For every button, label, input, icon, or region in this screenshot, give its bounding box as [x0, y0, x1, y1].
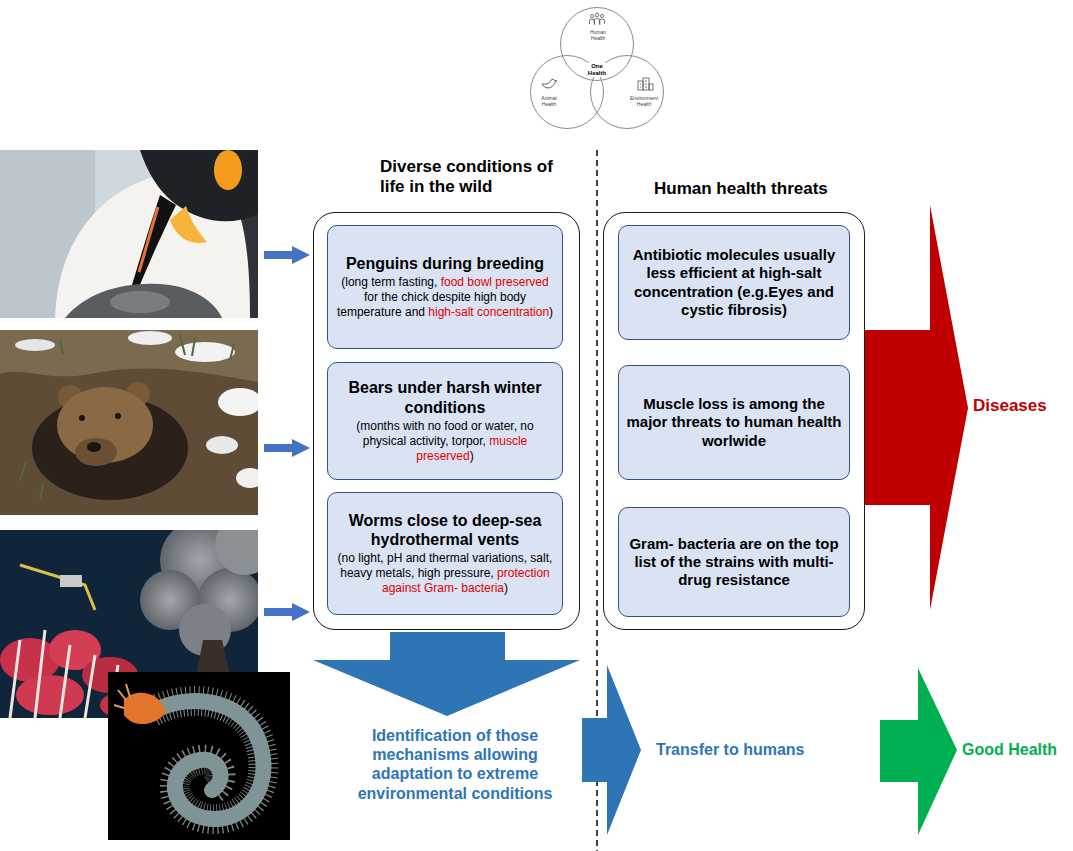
bear-photo: [20, 335, 234, 500]
venn-circle: Animal Health: [530, 55, 604, 129]
group-panel: Antibiotic molecules usually less effici…: [603, 212, 865, 630]
human-icon: [590, 14, 593, 17]
human-icon: [594, 18, 600, 25]
bear-photo: [115, 413, 121, 419]
disease-arrow: [865, 205, 968, 610]
highlight-text: high-salt concentration: [428, 305, 549, 319]
box-text: Gram- bacteria are on the top list of th…: [626, 535, 842, 590]
down-arrow: [313, 632, 580, 716]
threat-box: Muscle loss is among the major threats t…: [618, 365, 850, 480]
bear-photo: [0, 330, 258, 515]
photo-arrow: [264, 439, 310, 457]
venn-circle: Environment Health: [590, 55, 664, 129]
box-text: Antibiotic molecules usually less effici…: [626, 246, 842, 319]
building-icon: [638, 78, 653, 90]
panel-heading: Human health threats: [654, 179, 874, 199]
body-text: (long term fasting,: [341, 275, 437, 289]
health-arrow: [880, 668, 957, 835]
outcome-label: Good Health: [962, 740, 1068, 759]
worm-photo: [108, 672, 290, 840]
bear-photo: [87, 442, 101, 452]
circle-label: Animal Health: [535, 96, 563, 108]
venn-circle: Human Health: [560, 7, 634, 81]
body-text: ): [504, 581, 508, 595]
box-text: Muscle loss is among the major threats t…: [626, 395, 842, 450]
bird-icon: [542, 79, 557, 88]
penguin-photo: [132, 195, 176, 287]
step-label: Identification of those mechanisms allow…: [335, 726, 575, 803]
panel-heading: Diverse conditions of life in the wild: [380, 157, 558, 198]
box-heading: Worms close to deep-sea hydrothermal ven…: [335, 511, 555, 549]
bear-photo: [0, 330, 258, 515]
penguin-photo: [170, 206, 207, 243]
bear-photo: [128, 331, 172, 345]
building-icon: [640, 81, 647, 87]
outcome-label: Diseases: [973, 396, 1068, 416]
tube-worms: [16, 675, 84, 715]
body-text: ): [549, 305, 553, 319]
vent-photo: [20, 565, 95, 610]
human-icon: [590, 19, 595, 24]
human-icon: [600, 14, 603, 17]
condition-box: Bears under harsh winter conditions(mont…: [327, 362, 563, 480]
box-heading: Bears under harsh winter conditions: [335, 378, 555, 416]
threat-box: Gram- bacteria are on the top list of th…: [618, 507, 850, 617]
threat-box: Antibiotic molecules usually less effici…: [618, 225, 850, 340]
box-body: (no light, pH and thermal variations, sa…: [335, 551, 555, 596]
penguin-photo: [0, 150, 258, 318]
bear-photo: [0, 330, 258, 382]
worm-photo: [152, 701, 263, 819]
photo-arrow: [264, 246, 310, 264]
human-icon: [600, 19, 605, 24]
circle-label: Environment Health: [629, 96, 659, 108]
circle-label: Human Health: [583, 30, 613, 42]
step-label: Transfer to humans: [656, 740, 856, 759]
worm-photo: [108, 672, 290, 840]
bear-photo: [79, 415, 85, 421]
box-heading: Penguins during breeding: [346, 254, 544, 273]
penguin-photo: [110, 291, 170, 313]
bear-photo: [15, 339, 55, 351]
penguin-photo: [139, 207, 158, 272]
worm-photo: [124, 693, 166, 724]
bear-photo: [236, 468, 258, 488]
transfer-arrow: [582, 665, 641, 835]
box-body: (long term fasting, food bowl preserved …: [335, 275, 555, 320]
group-panel: Penguins during breeding (long term fasti…: [313, 212, 580, 630]
human-icon: [590, 13, 605, 25]
vent-photo: [215, 530, 258, 575]
bird-icon: [542, 79, 557, 88]
photo-arrow: [264, 246, 310, 621]
penguin-photo: [214, 150, 242, 190]
highlight-text: food bowl preserved: [441, 275, 549, 289]
condition-box: Worms close to deep-sea hydrothermal ven…: [327, 492, 563, 615]
vent-photo: [60, 575, 82, 587]
worm-photo: [152, 701, 263, 819]
bear-photo: [75, 438, 117, 466]
condition-box: Penguins during breeding (long term fasti…: [327, 225, 563, 349]
bear-photo: [218, 388, 258, 416]
penguin-photo: [65, 284, 222, 318]
penguin-photo: [0, 150, 258, 318]
human-icon: [595, 13, 599, 17]
worm-photo: [114, 684, 130, 708]
body-text: ): [470, 449, 474, 463]
box-body: (months with no food or water, no physic…: [335, 419, 555, 464]
photo-arrow: [264, 603, 310, 621]
center-label: One Health: [584, 63, 610, 77]
building-icon: [649, 84, 653, 90]
building-icon: [638, 81, 643, 90]
bear-photo: [206, 436, 238, 454]
